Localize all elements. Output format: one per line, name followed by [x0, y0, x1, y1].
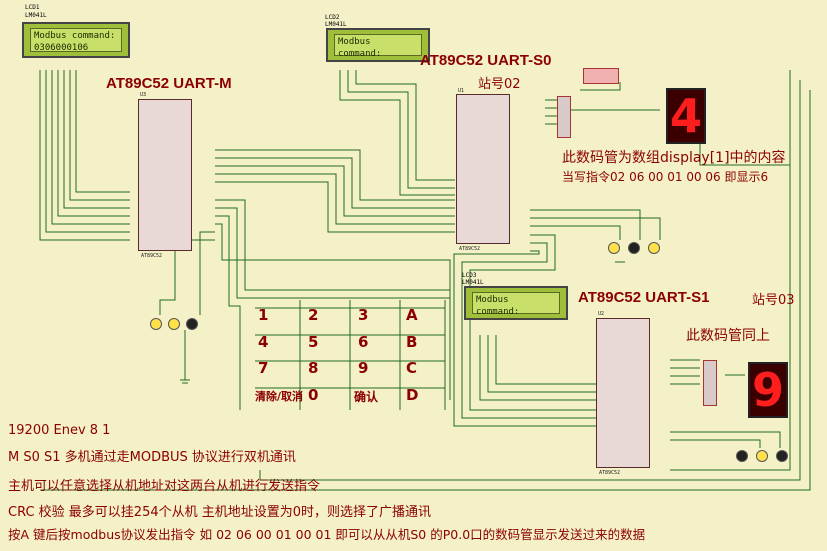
key-8[interactable]: 8 [308, 359, 319, 377]
lcd2-part: LM041L [325, 21, 347, 28]
master-part: AT89C52 [141, 253, 163, 259]
slave0-chip: AT89C52 [456, 94, 510, 252]
lcd3-part: LM041L [462, 279, 484, 286]
seven-segment-display-s0: 4 [666, 88, 706, 144]
slave0-station: 站号02 [478, 77, 521, 92]
lcd2-screen: Modbus command: [334, 34, 422, 59]
slave0-part: AT89C52 [459, 246, 481, 252]
lcd3-ref: LCD3 [462, 272, 477, 279]
key-3[interactable]: 3 [358, 306, 369, 324]
key-9[interactable]: 9 [358, 359, 369, 377]
lcd3-screen: Modbus command: [472, 292, 560, 317]
led-s1-3 [776, 450, 788, 462]
key-4[interactable]: 4 [258, 333, 269, 351]
lcd3-display: Modbus command: [464, 286, 568, 320]
slave1-title: AT89C52 UART-S1 [578, 289, 710, 306]
key-b[interactable]: B [406, 333, 418, 351]
resistor-pack-rn1 [583, 68, 619, 84]
note-display1: 此数码管同上 [686, 328, 770, 344]
key-6[interactable]: 6 [358, 333, 369, 351]
slave1-ref: U2 [598, 311, 605, 317]
note-crc: CRC 校验 最多可以挂254个从机 主机地址设置为0时，则选择了广播通讯 [8, 505, 432, 520]
lcd1-ref: LCD1 [25, 4, 40, 11]
led-master-2 [168, 318, 180, 330]
slave1-station: 站号03 [752, 293, 795, 308]
note-display0-line2: 当写指令02 06 00 01 00 06 即显示6 [562, 170, 769, 184]
key-d[interactable]: D [406, 386, 419, 404]
slave0-title: AT89C52 UART-S0 [420, 52, 552, 69]
seven-segment-display-s1: 9 [748, 362, 788, 418]
key-5[interactable]: 5 [308, 333, 319, 351]
lcd1-part: LM041L [25, 12, 47, 19]
master-ref: U3 [140, 92, 147, 98]
key-c[interactable]: C [406, 359, 418, 377]
slave0-ref: U1 [458, 88, 465, 94]
note-master-select: 主机可以任意选择从机地址对这两台从机进行发送指令 [8, 479, 321, 494]
master-title: AT89C52 UART-M [106, 75, 232, 92]
lcd1-screen: Modbus command: 0306000106 [30, 28, 122, 53]
led-s1-2 [756, 450, 768, 462]
note-modbus-multi: M S0 S1 多机通过走MODBUS 协议进行双机通讯 [8, 450, 296, 465]
key-2[interactable]: 2 [308, 306, 319, 324]
key-confirm[interactable]: 确认 [354, 390, 379, 404]
led-s1-1 [736, 450, 748, 462]
key-0[interactable]: 0 [308, 386, 319, 404]
note-baud: 19200 Enev 8 1 [8, 423, 111, 438]
key-7[interactable]: 7 [258, 359, 269, 377]
note-display0-line1: 此数码管为数组display[1]中的内容 [562, 150, 786, 166]
led-s0-1 [608, 242, 620, 254]
led-master-3 [186, 318, 198, 330]
led-s0-2 [628, 242, 640, 254]
led-master-1 [150, 318, 162, 330]
key-clear-cancel[interactable]: 清除/取消 [255, 390, 304, 403]
slave1-chip: AT89C52 [596, 318, 650, 476]
slave1-part: AT89C52 [599, 470, 621, 476]
key-a[interactable]: A [406, 306, 418, 324]
lcd1-display: Modbus command: 0306000106 [22, 22, 130, 58]
lcd2-ref: LCD2 [325, 14, 340, 21]
lcd2-display: Modbus command: [326, 28, 430, 62]
resistor-array-r2 [703, 360, 717, 406]
key-1[interactable]: 1 [258, 306, 269, 324]
resistor-array-r1 [557, 96, 571, 138]
master-chip: AT89C52 [138, 99, 192, 259]
note-instruction: 按A 键后按modbus协议发出指令 如 02 06 00 01 00 01 即… [8, 527, 646, 542]
led-s0-3 [648, 242, 660, 254]
